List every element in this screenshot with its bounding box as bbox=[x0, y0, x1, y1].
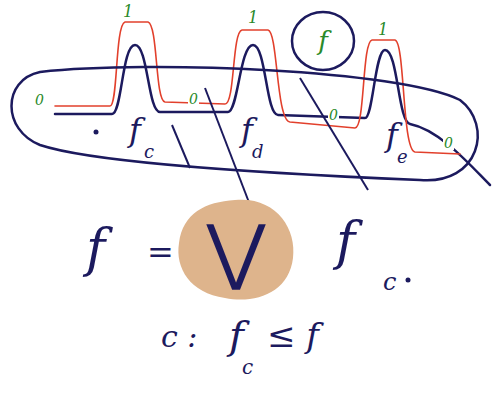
region-loop: fcfdfe bbox=[5, 55, 495, 195]
function-symbol: f bbox=[240, 114, 254, 146]
slash-line bbox=[172, 125, 190, 168]
formula-term: = bbox=[146, 236, 175, 268]
value-label: 1 bbox=[247, 10, 259, 26]
formula-term: f bbox=[85, 222, 106, 274]
value-label: 1 bbox=[377, 22, 389, 38]
dot bbox=[94, 130, 99, 135]
red-curve bbox=[55, 22, 460, 154]
formula-term: c : bbox=[160, 322, 198, 352]
join-symbol: ⋁ bbox=[206, 215, 265, 287]
formula-term: c bbox=[382, 270, 397, 294]
function-symbol: f bbox=[128, 114, 142, 146]
circle-node: f bbox=[290, 10, 356, 72]
formula-term: ≤ f bbox=[266, 318, 320, 352]
highlight-blob: ⋁ bbox=[175, 198, 297, 303]
circle-outline bbox=[292, 12, 354, 70]
formula-term: f bbox=[335, 215, 356, 267]
value-label: 0 bbox=[328, 108, 339, 122]
node-content: ⋁ bbox=[175, 198, 297, 303]
blob-fill bbox=[178, 200, 293, 300]
value-label: 0 bbox=[188, 92, 199, 106]
black-curve bbox=[55, 45, 490, 185]
dot bbox=[406, 278, 411, 283]
function-symbol: f bbox=[385, 119, 399, 151]
subscript: e bbox=[396, 148, 409, 166]
slash-line bbox=[205, 88, 250, 205]
slash-line bbox=[300, 78, 368, 190]
loop-outline bbox=[12, 67, 478, 180]
value-label: 0 bbox=[34, 93, 45, 107]
subscript: d bbox=[251, 143, 265, 161]
subscript: c bbox=[143, 143, 155, 161]
value-label: 1 bbox=[122, 4, 134, 20]
value-label: 0 bbox=[443, 136, 454, 150]
formula-term: c bbox=[241, 357, 254, 377]
node-content: f bbox=[290, 10, 356, 72]
formula-term: f bbox=[228, 315, 245, 355]
function-symbol: f bbox=[318, 28, 328, 54]
